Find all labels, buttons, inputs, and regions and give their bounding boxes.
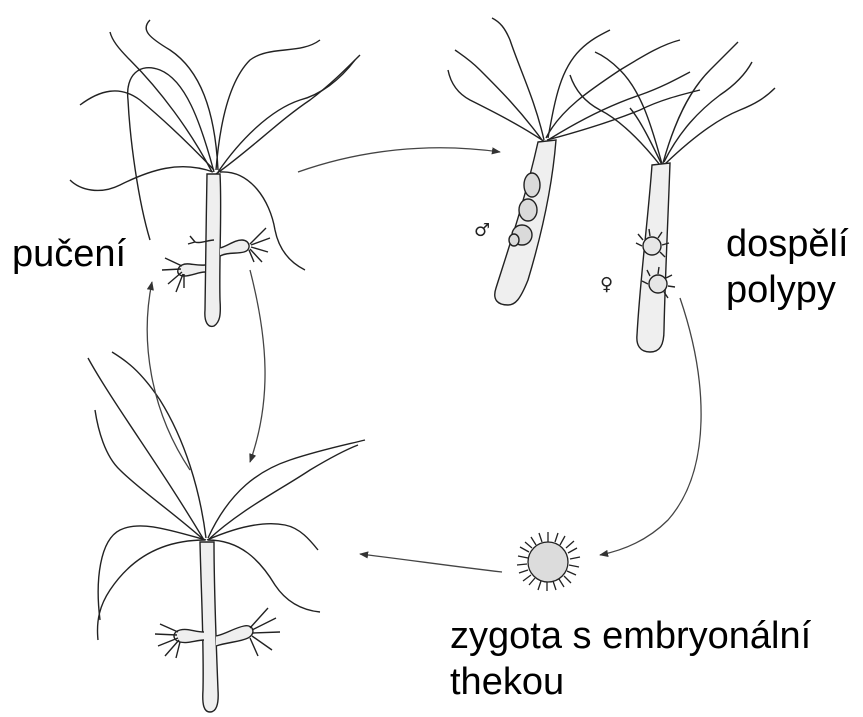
label-budding: pučení bbox=[12, 232, 126, 276]
female-polyp-tentacles bbox=[570, 42, 775, 165]
female-polyp-body bbox=[637, 163, 670, 352]
young-hydra-bud-left bbox=[155, 624, 204, 658]
female-symbol: ♀ bbox=[600, 274, 613, 295]
label-adult-polyps-line2: polypy bbox=[726, 268, 836, 312]
young-hydra-tentacles bbox=[88, 352, 365, 640]
young-hydra bbox=[88, 352, 365, 712]
zygote-core bbox=[528, 542, 568, 582]
label-zygote-line2: thekou bbox=[450, 660, 564, 704]
arrow-budding-to-adults bbox=[298, 148, 500, 172]
arrow-budding-down bbox=[250, 270, 265, 462]
zygote-with-theca bbox=[517, 532, 580, 591]
male-polyp-body bbox=[495, 140, 556, 305]
arrow-young-up bbox=[147, 282, 190, 470]
arrow-zygote-to-young bbox=[360, 554, 502, 572]
label-adult-polyps-line1: dospělí bbox=[726, 222, 849, 266]
bud-right bbox=[188, 228, 270, 262]
male-symbol: ♂ bbox=[474, 220, 490, 241]
budding-hydra bbox=[70, 20, 360, 326]
male-polyp-tentacles bbox=[448, 18, 700, 142]
young-hydra-bud-right bbox=[216, 608, 280, 656]
label-zygote-line1: zygota s embryonální bbox=[450, 614, 811, 658]
young-hydra-body bbox=[200, 542, 218, 712]
budding-hydra-body bbox=[205, 174, 221, 326]
cycle-arrows bbox=[147, 148, 701, 572]
bud-left bbox=[162, 258, 205, 292]
